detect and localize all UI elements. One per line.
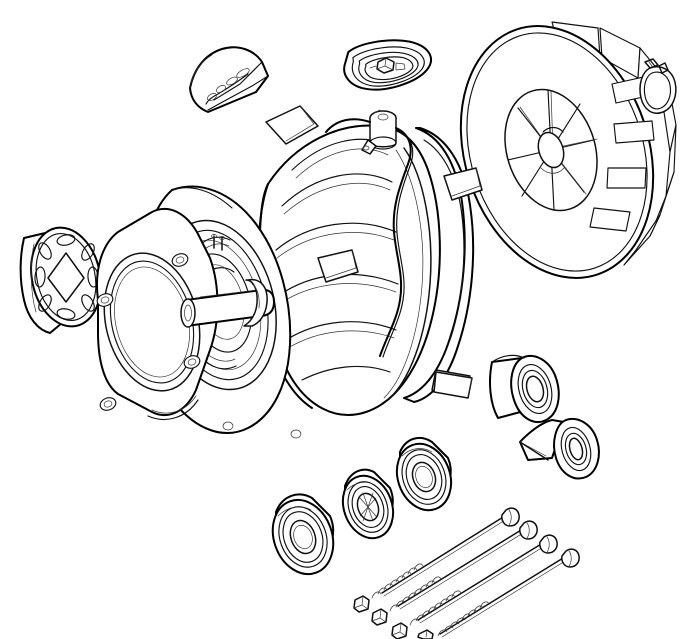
part-retaining-ring <box>639 58 677 114</box>
through-bolt <box>417 548 580 639</box>
part-terminal-box-cover <box>343 39 432 91</box>
bearing-cage-hatch <box>359 492 377 522</box>
part-terminal-post <box>325 109 414 358</box>
part-ball-bearing-small <box>341 468 395 540</box>
bolt-thread <box>437 601 490 637</box>
part-vented-end-cap <box>19 226 102 334</box>
bolt-thread <box>371 563 424 599</box>
through-bolt <box>391 534 558 639</box>
stator-core-lines <box>275 138 399 381</box>
part-brush-shroud <box>189 46 269 113</box>
part-cooling-fan <box>459 21 677 279</box>
bolt-thread <box>409 590 462 626</box>
through-bolt <box>371 520 538 626</box>
part-ball-bearing-medium <box>395 436 453 512</box>
part-stator-housing <box>257 105 483 416</box>
part-end-bell-housing <box>96 185 302 439</box>
part-through-bolt-set <box>353 507 580 639</box>
part-ball-bearing-large <box>271 493 335 576</box>
flange-bolt-lugs <box>96 253 201 411</box>
bolt-thread <box>389 576 442 612</box>
through-bolt <box>353 507 520 613</box>
part-sleeve-bushing-upper <box>489 354 560 423</box>
part-sleeve-bushing-lower <box>519 418 600 480</box>
